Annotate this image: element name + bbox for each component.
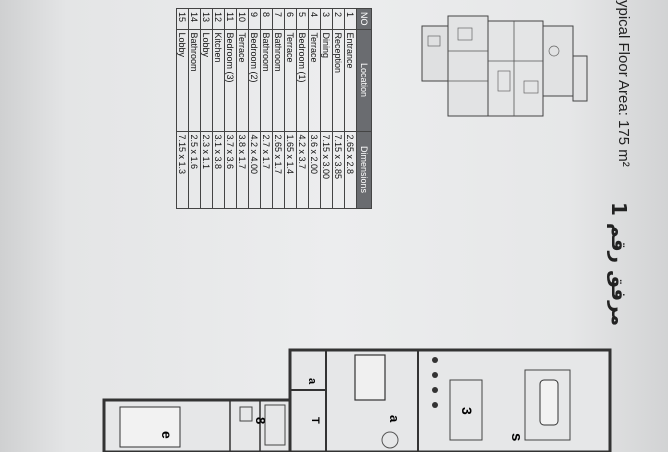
row-dimensions: 2.3 x 1.1 — [200, 131, 213, 208]
row-dimensions: 3.8 x 1.7 — [236, 131, 249, 208]
row-location: Bathroom — [272, 29, 285, 131]
row-number: 9 — [248, 8, 261, 29]
plan-label-e: e — [159, 431, 175, 439]
plan-label-a-2: a — [387, 415, 402, 423]
row-location: Terrace — [308, 29, 321, 131]
row-number: 6 — [284, 8, 297, 29]
row-dimensions: 4.2 x 4.00 — [248, 131, 261, 208]
row-location: Reception — [332, 29, 345, 131]
row-location: Dining — [320, 29, 333, 131]
row-number: 7 — [272, 8, 285, 29]
plan-label-t: T — [309, 417, 321, 424]
row-dimensions: 7.15 x 3.85 — [332, 131, 345, 208]
row-dimensions: 2.7 x 1.7 — [260, 131, 273, 208]
row-dimensions: 2.65 x 2.8 — [344, 131, 357, 208]
arabic-heading: مرفق رقم 1 — [607, 202, 631, 327]
row-location: Terrace — [236, 29, 249, 131]
row-dimensions: 7.15 x 1.3 — [176, 131, 189, 208]
row-location: Kitchen — [212, 29, 225, 131]
large-floor-plan: a a 3 s 8 e T — [102, 348, 612, 452]
row-number: 8 — [260, 8, 273, 29]
row-number: 3 — [320, 8, 333, 29]
plan-label-s: s — [508, 433, 525, 441]
header-location: Location — [356, 29, 372, 131]
row-location: Bedroom (3) — [224, 29, 237, 131]
header-no: NO — [356, 8, 372, 29]
row-dimensions: 4.2 x 3.7 — [296, 131, 309, 208]
plan-label-a: a — [306, 378, 318, 385]
row-location: Bedroom (1) — [296, 29, 309, 131]
row-number: 2 — [332, 8, 345, 29]
row-number: 12 — [212, 8, 225, 29]
row-location: Bathroom — [188, 29, 201, 131]
row-dimensions: 3.7 x 3.6 — [224, 131, 237, 208]
row-number: 10 — [236, 8, 249, 29]
header-dimensions: Dimensions — [356, 131, 372, 208]
row-location: Lobby — [176, 29, 189, 131]
row-number: 4 — [308, 8, 321, 29]
row-location: Lobby — [200, 29, 213, 131]
row-location: Entrance — [344, 29, 357, 131]
row-dimensions: 2.5 x 1.6 — [188, 131, 201, 208]
plan-label-8: 8 — [253, 417, 268, 424]
row-number: 11 — [224, 8, 237, 29]
row-number: 1 — [344, 8, 357, 29]
row-number: 15 — [176, 8, 189, 29]
floor-area-title: ypical Floor Area: 175 m² — [615, 0, 632, 167]
row-location: Bedroom (2) — [248, 29, 261, 131]
row-dimensions: 2.65 x 1.7 — [272, 131, 285, 208]
row-number: 5 — [296, 8, 309, 29]
small-floor-plan — [421, 15, 588, 117]
row-dimensions: 1.65 x 1.4 — [284, 131, 297, 208]
row-number: 13 — [200, 8, 213, 29]
row-location: Bathroom — [260, 29, 273, 131]
row-location: Terrace — [284, 29, 297, 131]
row-dimensions: 7.15 x 3.00 — [320, 131, 333, 208]
row-dimensions: 3.6 x 2.00 — [308, 131, 321, 208]
row-dimensions: 3.1 x 3.8 — [212, 131, 225, 208]
plan-label-3: 3 — [459, 407, 475, 415]
row-number: 14 — [188, 8, 201, 29]
